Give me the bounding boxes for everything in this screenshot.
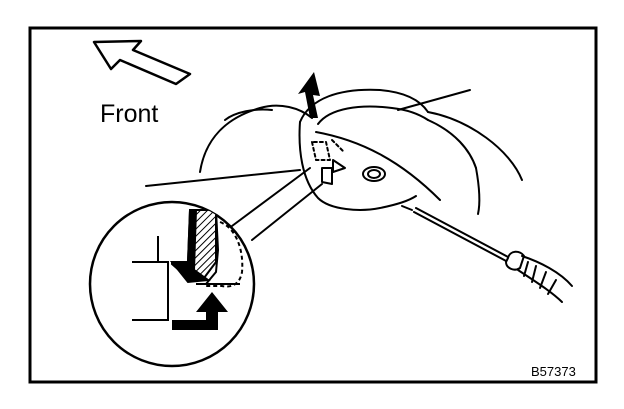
front-direction-arrow-icon bbox=[92, 39, 192, 86]
front-label: Front bbox=[100, 100, 158, 128]
pull-up-arrow-icon bbox=[298, 72, 320, 118]
screwdriver-icon bbox=[401, 205, 573, 303]
push-direction-arrow-icon bbox=[172, 292, 228, 330]
figure-border bbox=[28, 26, 598, 384]
figure-id: B57373 bbox=[531, 364, 576, 379]
detail-clip-view bbox=[132, 209, 244, 321]
